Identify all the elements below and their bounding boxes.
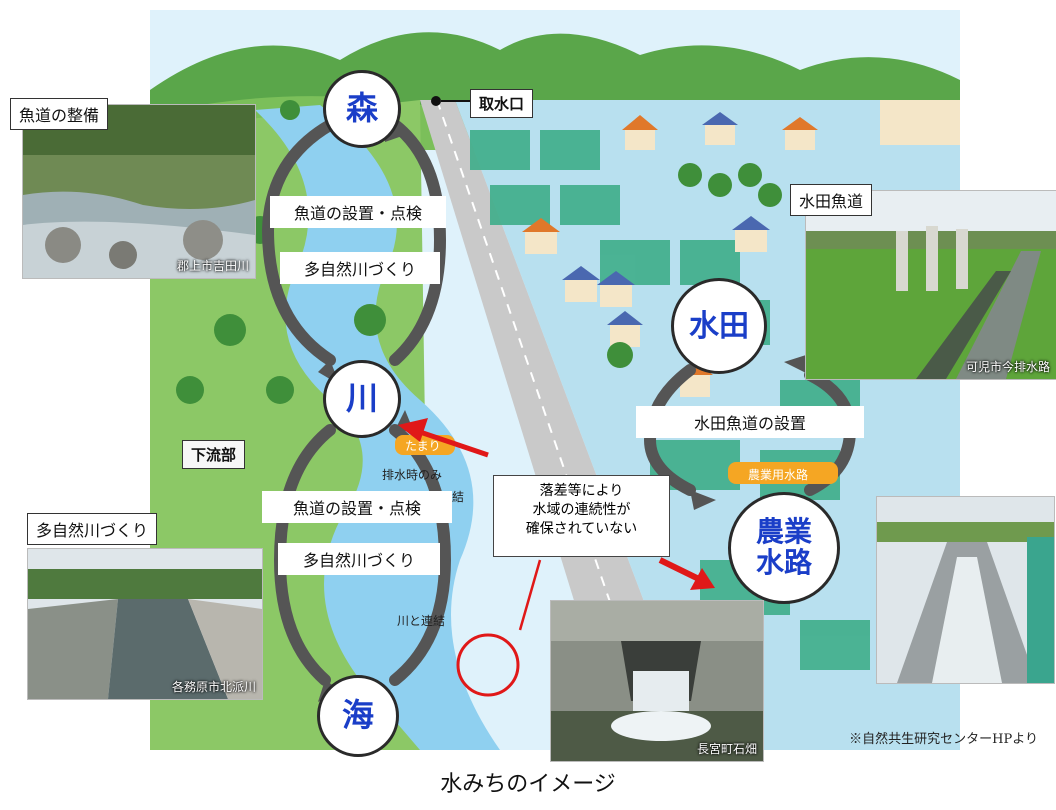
photo-weir: 長宮町石畑 (550, 600, 764, 762)
upper-loop-label-1: 魚道の設置・点検 (270, 196, 446, 228)
photo-fishway-tag: 魚道の整備 (10, 98, 109, 130)
node-river: 川 (323, 360, 401, 438)
photo-canal-fishway (876, 496, 1055, 684)
lower-loop-label-1: 魚道の設置・点検 (262, 491, 452, 523)
red-arrows (398, 418, 715, 631)
photo-fishway-caption: 郡上市吉田川 (176, 259, 249, 273)
node-ag-canal-line1: 農業 (755, 515, 812, 549)
drain-only-label: 排水時のみ (382, 468, 443, 482)
link-fragment-label: 結 (452, 490, 465, 504)
downstream-label: 下流部 (182, 440, 246, 469)
paddy-loop-label: 水田魚道の設置 (636, 406, 864, 438)
node-paddy: 水田 (671, 278, 767, 374)
photo-fishway: 郡上市吉田川 (22, 104, 256, 279)
river-link-label: 川と連結 (397, 614, 446, 628)
trees (176, 100, 782, 404)
photo-paddy-fishway: 可児市今排水路 (805, 190, 1056, 380)
node-ag-canal-line2: 水路 (755, 546, 812, 579)
discontinuity-circle (456, 633, 520, 697)
tamari-label: たまり (405, 439, 441, 453)
source-credit: ※自然共生研究センターHPより (849, 732, 1038, 747)
photo-paddy-fishway-tag: 水田魚道 (790, 184, 873, 216)
intake-label: 取水口 (470, 89, 534, 118)
intake-marker (431, 96, 441, 106)
node-forest: 森 (323, 70, 401, 148)
discontinuity-note: 落差等により 水域の連続性が 確保されていない (493, 475, 670, 557)
upper-loop-label-2: 多自然川づくり (280, 252, 440, 284)
figure-caption: 水みちのイメージ (440, 772, 616, 797)
photo-paddy-fishway-caption: 可児市今排水路 (965, 360, 1050, 374)
node-ag-canal: 農業 水路 (728, 492, 840, 604)
photo-nature-river-caption: 各務原市北派川 (171, 680, 256, 694)
lower-loop-label-2: 多自然川づくり (278, 543, 440, 575)
photo-nature-river-tag: 多自然川づくり (27, 513, 158, 545)
node-sea: 海 (317, 675, 399, 757)
photo-nature-river: 各務原市北派川 (27, 548, 263, 700)
photo-weir-caption: 長宮町石畑 (696, 742, 757, 756)
ag-canal-band-label: 農業用水路 (748, 468, 809, 482)
road (420, 100, 700, 750)
